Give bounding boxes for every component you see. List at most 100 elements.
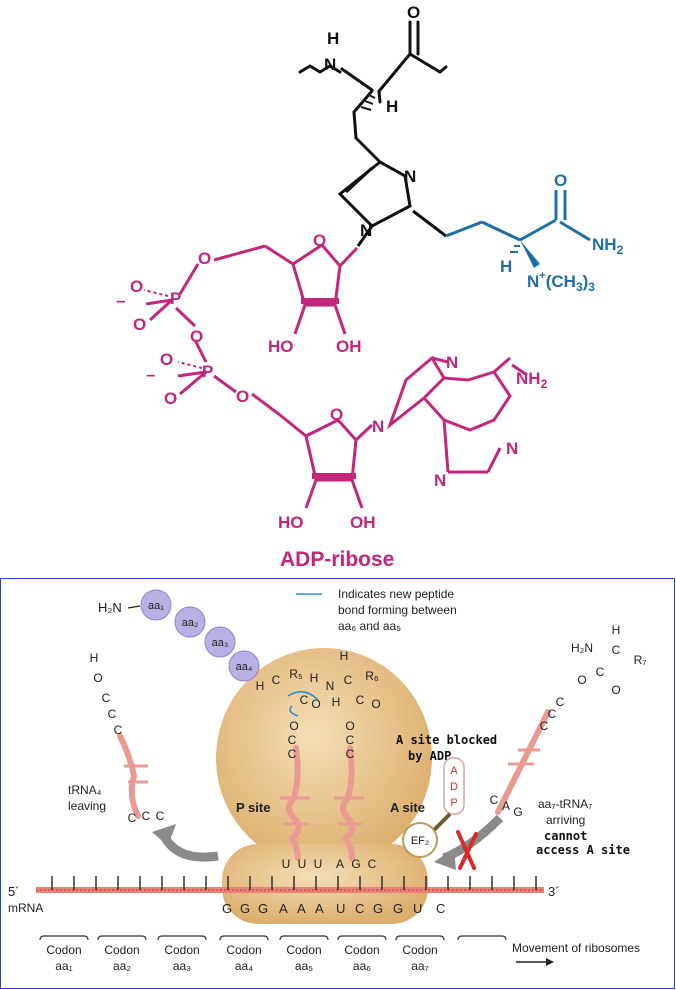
ribose1-ho: HO [268, 337, 294, 356]
diph-h: H [500, 257, 512, 276]
large-subunit [216, 648, 432, 868]
codon-aa2-aa: aa₂ [113, 959, 131, 973]
svg-text:H₂N: H₂N [571, 641, 593, 655]
translation-panel [0, 578, 675, 989]
svg-text:G: G [393, 901, 403, 916]
svg-text:U: U [282, 857, 291, 871]
svg-text:G: G [513, 805, 522, 819]
svg-text:G: G [258, 901, 268, 916]
handwritten-note-access-2: access A site [536, 843, 630, 857]
svg-text:C: C [436, 901, 445, 916]
alpha-h: H [386, 97, 398, 116]
p-site-label: P site [236, 800, 270, 815]
small-subunit [222, 844, 428, 924]
svg-text:H: H [340, 649, 349, 663]
adp-ribose-structure: N H O H N N O NH2 H N+(CH3)3 [116, 3, 624, 571]
svg-text:R₇: R₇ [634, 653, 647, 667]
amide-o: O [554, 171, 567, 190]
nucleotide-sequence: G G G A A A U C G G U C [222, 901, 445, 916]
amide-nh2: NH2 [592, 235, 624, 257]
p1-oxygen-a: O [130, 277, 143, 296]
handwritten-note-blocked-2: by ADP [408, 749, 451, 763]
ribose2-ring-o: O [330, 405, 343, 424]
trimethylammonium: N+(CH3)3 [527, 270, 595, 294]
aa1-bead: aa₁ [140, 589, 172, 621]
svg-text:C: C [288, 747, 297, 761]
svg-text:A: A [450, 765, 458, 777]
svg-text:O: O [93, 671, 102, 685]
svg-text:C: C [556, 695, 565, 709]
aa2-bead: aa₂ [174, 606, 206, 638]
svg-text:C: C [288, 733, 297, 747]
ribose2-oh: OH [350, 513, 376, 532]
codon-aa4-aa: aa₄ [235, 959, 253, 973]
codon-aa3-label: Codon [164, 943, 199, 957]
ribose1-oh: OH [336, 337, 362, 356]
a-site-label: A site [390, 800, 425, 815]
blocked-x-icon [456, 830, 478, 870]
svg-text:A: A [336, 857, 344, 871]
ribose2-ho: HO [278, 513, 304, 532]
svg-text:C: C [355, 901, 364, 916]
codon-aa5-label: Codon [286, 943, 321, 957]
svg-text:H: H [310, 671, 319, 685]
svg-text:A: A [315, 901, 324, 916]
adenine-nh2: NH2 [516, 369, 548, 391]
structure-title: ADP-ribose [280, 548, 394, 571]
nh-atom: N [324, 55, 336, 74]
legend-line-3: aa₆ and aa₅ [338, 619, 401, 633]
svg-text:O: O [289, 719, 298, 733]
svg-text:A: A [279, 901, 288, 916]
wedge-bond [520, 240, 540, 268]
peptide-bond-arrow [287, 691, 319, 701]
svg-text:G: G [351, 857, 360, 871]
svg-text:C: C [596, 665, 605, 679]
carbonyl-o: O [407, 3, 420, 22]
svg-text:C: C [540, 719, 549, 733]
codon-aa5-aa: aa₅ [295, 959, 313, 973]
codon-aa6-label: Codon [344, 943, 379, 957]
leaving-trna [117, 733, 141, 819]
svg-text:A: A [297, 901, 306, 916]
adenine-n3: N [434, 471, 446, 490]
codon-aa7-aa: aa₇ [411, 959, 428, 973]
arriving-trna [495, 709, 551, 815]
svg-text:N: N [326, 679, 335, 693]
ribose1-ring-o: O [313, 231, 326, 250]
svg-text:C: C [156, 809, 165, 823]
svg-text:C: C [344, 673, 353, 687]
svg-text:aa₃: aa₃ [212, 637, 229, 649]
trna-arriving-label-2: arriving [546, 813, 585, 827]
legend-line-2: bond forming between [338, 603, 457, 617]
svg-text:O: O [311, 697, 320, 711]
bridge-o-2: O [190, 327, 203, 346]
codon-aa3-aa: aa₃ [173, 959, 191, 973]
svg-text:C: C [548, 707, 557, 721]
svg-text:R₆: R₆ [365, 669, 379, 683]
mrna-strand [36, 876, 544, 893]
trna-leaving-label-1: tRNA₄ [68, 783, 102, 797]
codon-aa4-label: Codon [226, 943, 261, 957]
ribosome-diagram: 5´ 3´ mRNA G G G A A A U C G G U C Codon… [8, 587, 647, 973]
handwritten-note-blocked-1: A site blocked [396, 733, 497, 747]
imidazole-n1: N [360, 221, 372, 240]
adp-box [443, 757, 465, 815]
movement-label: Movement of ribosomes [512, 941, 640, 955]
bridge-o-3: O [236, 387, 249, 406]
mrna-3-prime: 3´ [548, 884, 560, 899]
bridge-o-1: O [198, 249, 211, 268]
phosphorus-2: P [202, 362, 213, 381]
svg-text:C: C [346, 747, 355, 761]
svg-text:H: H [256, 679, 265, 693]
imidazole-n3: N [404, 167, 416, 186]
svg-text:C: C [108, 707, 117, 721]
ef2-factor [402, 822, 438, 858]
svg-text:C: C [142, 809, 151, 823]
mrna-5-prime: 5´ [8, 884, 20, 899]
svg-text:P: P [450, 797, 457, 809]
svg-text:U: U [314, 857, 323, 871]
svg-text:aa₄: aa₄ [236, 661, 253, 673]
svg-text:aa₂: aa₂ [182, 617, 199, 629]
codon-aa1-label: Codon [46, 943, 81, 957]
chain-h2n: H₂N [98, 600, 122, 615]
